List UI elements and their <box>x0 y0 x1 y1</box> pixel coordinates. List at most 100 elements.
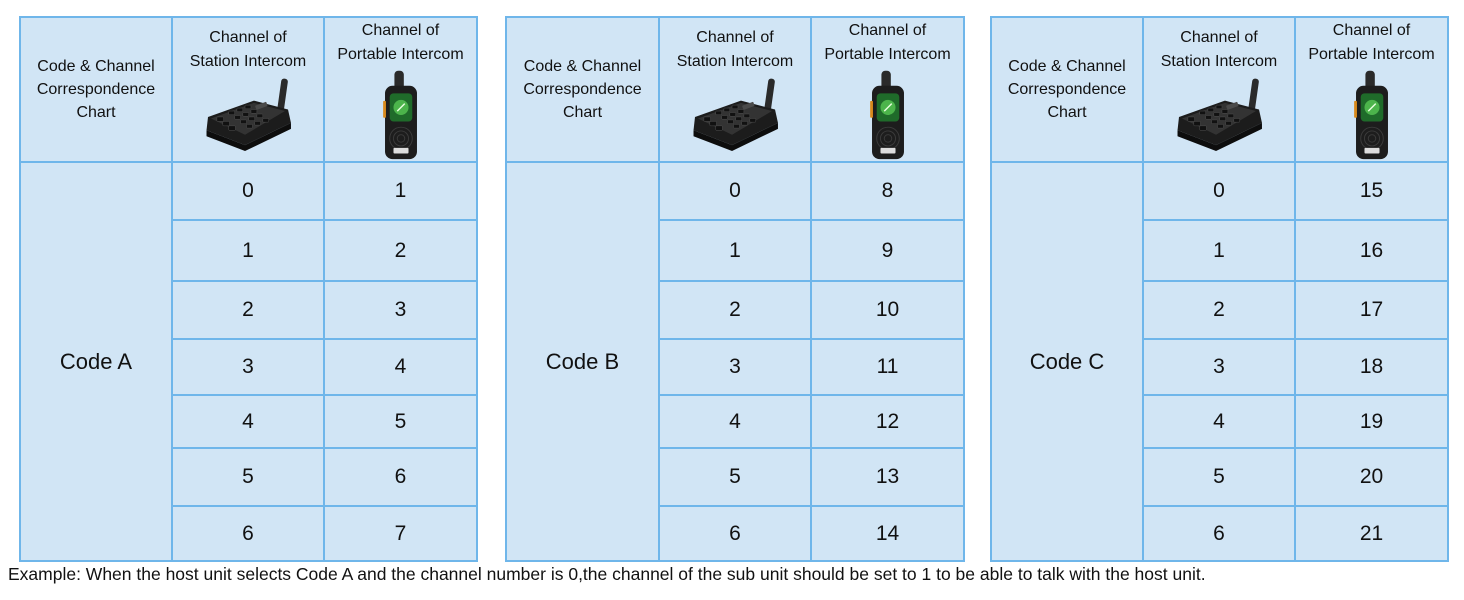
station-channel-cell: 0 <box>658 161 812 221</box>
walkie-talkie-icon <box>381 69 418 160</box>
station-channel-cell: 4 <box>658 394 812 449</box>
chart-title-cell: Code & Channel Correspondence Chart <box>19 16 173 163</box>
portable-channel-cell: 17 <box>1294 280 1449 340</box>
table-row: 2 17 <box>991 280 1449 340</box>
station-channel-cell: 2 <box>171 280 325 340</box>
station-channel-cell: 6 <box>658 505 812 562</box>
station-channel-cell: 4 <box>1142 394 1296 449</box>
station-header-line1: Channel of <box>696 28 774 46</box>
station-channel-cell: 3 <box>171 338 325 396</box>
code-b-table: Code & Channel Correspondence Chart Chan… <box>505 16 965 562</box>
portable-channel-cell: 3 <box>323 280 478 340</box>
chart-title-line2: Correspondence <box>523 81 642 98</box>
desk-intercom-base-icon <box>206 77 292 151</box>
table-row: 6 7 <box>20 505 478 562</box>
table-row: 3 4 <box>20 338 478 396</box>
portable-header-line2: Portable Intercom <box>824 45 951 63</box>
table-row: 2 3 <box>20 280 478 340</box>
table-row: Code B 0 8 <box>505 161 965 562</box>
portable-channel-cell: 15 <box>1294 161 1449 221</box>
portable-channel-cell: 14 <box>810 505 965 562</box>
portable-channel-cell: 7 <box>323 505 478 562</box>
station-header-line2: Station Intercom <box>676 52 794 70</box>
station-channel-cell: 0 <box>171 161 325 221</box>
portable-channel-cell: 5 <box>323 394 478 449</box>
portable-channel-cell: 18 <box>1294 338 1449 396</box>
station-header-cell: Channel of Station Intercom <box>171 16 325 163</box>
code-a-table: Code & Channel Correspondence Chart Chan… <box>19 16 478 562</box>
portable-channel-cell: 10 <box>810 280 965 340</box>
station-header-line1: Channel of <box>1180 28 1258 46</box>
chart-title-line3: Chart <box>562 104 603 121</box>
station-channel-cell: 0 <box>1142 161 1296 221</box>
portable-channel-cell: 9 <box>810 219 965 282</box>
table-row: 4 19 <box>991 394 1449 449</box>
table-row: 6 21 <box>991 505 1449 562</box>
portable-channel-cell: 12 <box>810 394 965 449</box>
header-row: Code & Channel Correspondence Chart Chan… <box>19 16 478 163</box>
station-header-line2: Station Intercom <box>1160 52 1278 70</box>
chart-title-line3: Chart <box>1047 104 1087 121</box>
desk-intercom-base-icon <box>693 77 779 151</box>
portable-channel-cell: 2 <box>323 219 478 282</box>
station-channel-cell: 3 <box>1142 338 1296 396</box>
portable-channel-cell: 13 <box>810 447 965 507</box>
portable-channel-cell: 1 <box>323 161 478 221</box>
chart-title-line2: Correspondence <box>1007 81 1127 98</box>
chart-title-line2: Correspondence <box>36 81 156 98</box>
portable-header-line1: Channel of <box>1332 21 1411 39</box>
portable-channel-cell: 11 <box>810 338 965 396</box>
table-row: 3 11 <box>506 338 965 396</box>
station-channel-cell: 6 <box>1142 505 1296 562</box>
station-header-line2: Station Intercom <box>189 52 307 70</box>
portable-header-cell: Channel of Portable Intercom <box>810 16 965 163</box>
portable-channel-cell: 20 <box>1294 447 1449 507</box>
chart-title-line1: Code & Channel <box>37 58 155 75</box>
portable-header-line2: Portable Intercom <box>337 45 464 63</box>
station-channel-cell: 5 <box>1142 447 1296 507</box>
chart-title-cell: Code & Channel Correspondence Chart <box>505 16 660 163</box>
walkie-talkie-icon <box>1352 69 1389 160</box>
code-label: Code A <box>19 161 173 562</box>
table-row: 4 5 <box>20 394 478 449</box>
portable-header-line1: Channel of <box>848 21 927 39</box>
desk-intercom-base-icon <box>1177 77 1263 151</box>
code-label: Code B <box>505 161 660 562</box>
station-channel-cell: 1 <box>658 219 812 282</box>
station-channel-cell: 1 <box>171 219 325 282</box>
station-channel-cell: 6 <box>171 505 325 562</box>
station-channel-cell: 5 <box>171 447 325 507</box>
station-channel-cell: 1 <box>1142 219 1296 282</box>
table-row: 3 18 <box>991 338 1449 396</box>
example-note: Example: When the host unit selects Code… <box>8 564 1206 584</box>
portable-channel-cell: 16 <box>1294 219 1449 282</box>
station-channel-cell: 3 <box>658 338 812 396</box>
table-row: 6 14 <box>506 505 965 562</box>
table-row: 2 10 <box>506 280 965 340</box>
table-row: Code C 0 15 <box>990 161 1449 562</box>
station-channel-cell: 2 <box>658 280 812 340</box>
portable-channel-cell: 21 <box>1294 505 1449 562</box>
header-row: Code & Channel Correspondence Chart Chan… <box>505 16 965 163</box>
table-row: 1 2 <box>20 219 478 282</box>
chart-title-line1: Code & Channel <box>523 58 642 75</box>
station-channel-cell: 4 <box>171 394 325 449</box>
portable-header-cell: Channel of Portable Intercom <box>1294 16 1449 163</box>
code-label: Code C <box>990 161 1144 562</box>
table-row: Code A 0 1 <box>19 161 478 562</box>
chart-title-line1: Code & Channel <box>1008 58 1126 75</box>
table-row: 5 13 <box>506 447 965 507</box>
table-row: 5 20 <box>991 447 1449 507</box>
station-channel-cell: 5 <box>658 447 812 507</box>
table-row: 1 9 <box>506 219 965 282</box>
table-row: 4 12 <box>506 394 965 449</box>
code-c-table: Code & Channel Correspondence Chart Chan… <box>990 16 1449 562</box>
portable-header-cell: Channel of Portable Intercom <box>323 16 478 163</box>
chart-title-line3: Chart <box>76 104 116 121</box>
portable-channel-cell: 4 <box>323 338 478 396</box>
portable-header-line2: Portable Intercom <box>1308 45 1435 63</box>
portable-channel-cell: 19 <box>1294 394 1449 449</box>
portable-channel-cell: 8 <box>810 161 965 221</box>
header-row: Code & Channel Correspondence Chart Chan… <box>990 16 1449 163</box>
table-row: 5 6 <box>20 447 478 507</box>
